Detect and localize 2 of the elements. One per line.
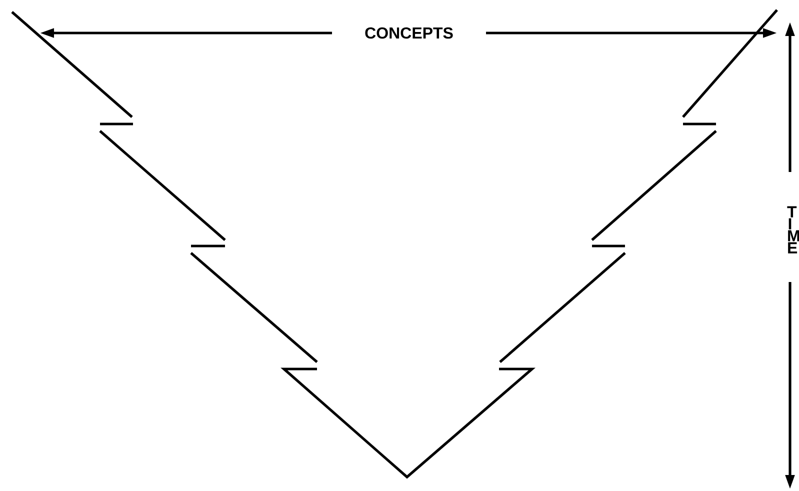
dimension-label: TIME (787, 206, 799, 254)
dimension-label: CONCEPTS (365, 27, 453, 39)
